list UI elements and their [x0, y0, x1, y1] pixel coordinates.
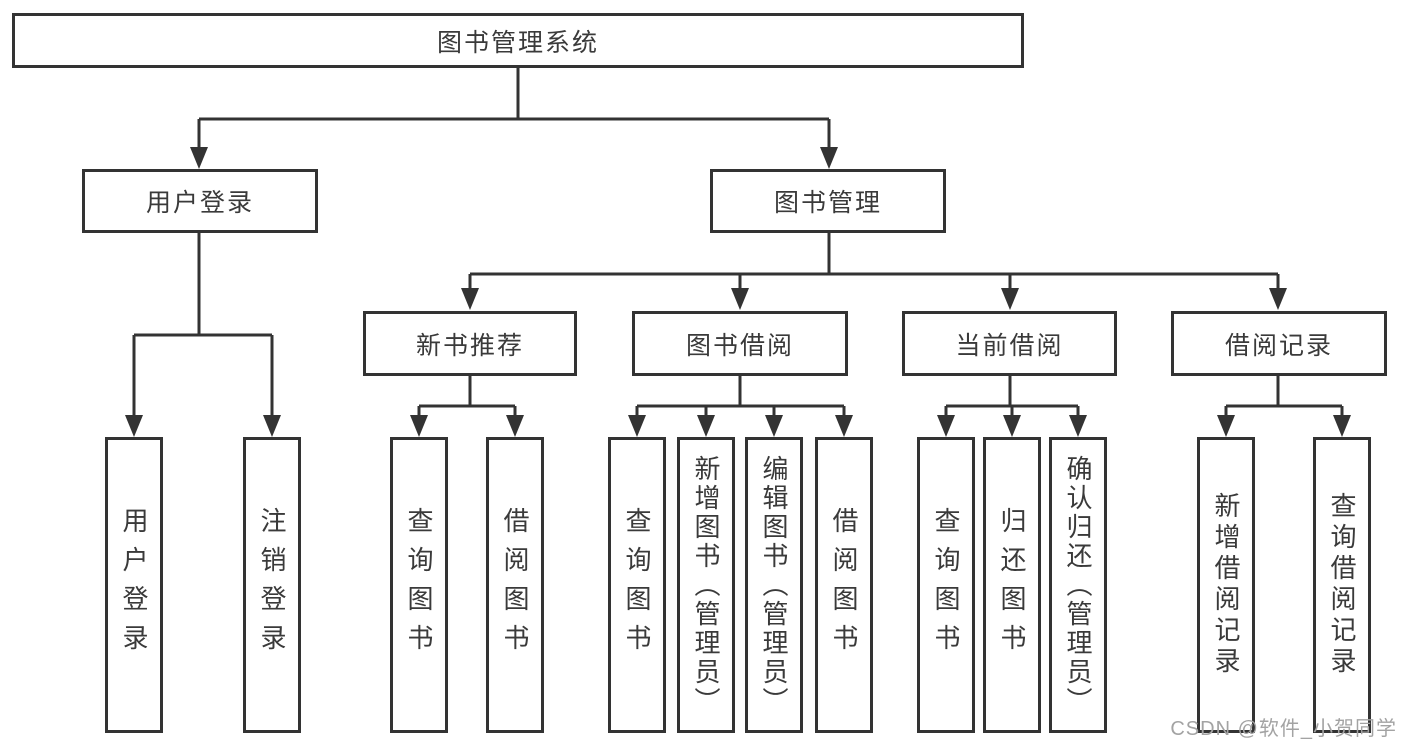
leaf-query-books-1: 查询图书	[390, 437, 448, 733]
leaf-label: 编辑图书（管理员）	[759, 454, 789, 716]
connector-new-book-recommend	[410, 376, 524, 437]
node-new-book-recommend: 新书推荐	[363, 311, 577, 376]
node-book-management: 图书管理	[710, 169, 946, 233]
leaf-user-login: 用户登录	[105, 437, 163, 733]
node-user-login: 用户登录	[82, 169, 318, 233]
node-book-borrow: 图书借阅	[632, 311, 848, 376]
leaf-label: 新增图书（管理员）	[691, 454, 721, 716]
node-borrow-record: 借阅记录	[1171, 311, 1387, 376]
node-label: 新书推荐	[415, 331, 524, 360]
leaf-add-borrow-record: 新增借阅记录	[1197, 437, 1255, 733]
node-root-system: 图书管理系统	[12, 13, 1024, 68]
leaf-label: 查询借阅记录	[1327, 492, 1357, 678]
connector-user-login	[125, 233, 281, 437]
leaf-label: 用户登录	[119, 507, 149, 663]
leaf-label: 注销登录	[257, 507, 287, 663]
node-label: 当前借阅	[955, 331, 1064, 360]
node-label: 图书管理	[773, 189, 882, 217]
leaf-label: 借阅图书	[829, 507, 859, 663]
node-label: 图书借阅	[685, 331, 794, 360]
leaf-confirm-return-admin: 确认归还（管理员）	[1049, 437, 1107, 733]
leaf-borrow-books-1: 借阅图书	[486, 437, 544, 733]
node-root-label: 图书管理系统	[436, 28, 599, 57]
connector-book-management	[461, 233, 1287, 310]
leaf-add-book-admin: 新增图书（管理员）	[677, 437, 735, 733]
connector-current-borrow	[937, 376, 1087, 437]
csdn-watermark: CSDN @软件_小贺同学	[1170, 718, 1397, 740]
leaf-edit-book-admin: 编辑图书（管理员）	[745, 437, 803, 733]
leaf-label: 新增借阅记录	[1211, 492, 1241, 678]
leaf-label: 查询图书	[404, 507, 434, 663]
leaf-query-borrow-record: 查询借阅记录	[1313, 437, 1371, 733]
leaf-borrow-books-2: 借阅图书	[815, 437, 873, 733]
leaf-label: 借阅图书	[500, 507, 530, 663]
leaf-label: 查询图书	[931, 507, 961, 663]
leaf-label: 确认归还（管理员）	[1063, 454, 1093, 716]
node-label: 借阅记录	[1224, 331, 1333, 360]
leaf-query-books-2: 查询图书	[608, 437, 666, 733]
node-current-borrow: 当前借阅	[902, 311, 1117, 376]
leaf-label: 查询图书	[622, 507, 652, 663]
node-label: 用户登录	[145, 189, 254, 217]
connector-root	[190, 68, 838, 169]
connector-borrow-record	[1217, 376, 1351, 437]
leaf-return-book: 归还图书	[983, 437, 1041, 733]
leaf-logout: 注销登录	[243, 437, 301, 733]
leaf-label: 归还图书	[997, 507, 1027, 663]
leaf-query-books-3: 查询图书	[917, 437, 975, 733]
connector-book-borrow	[628, 376, 853, 437]
